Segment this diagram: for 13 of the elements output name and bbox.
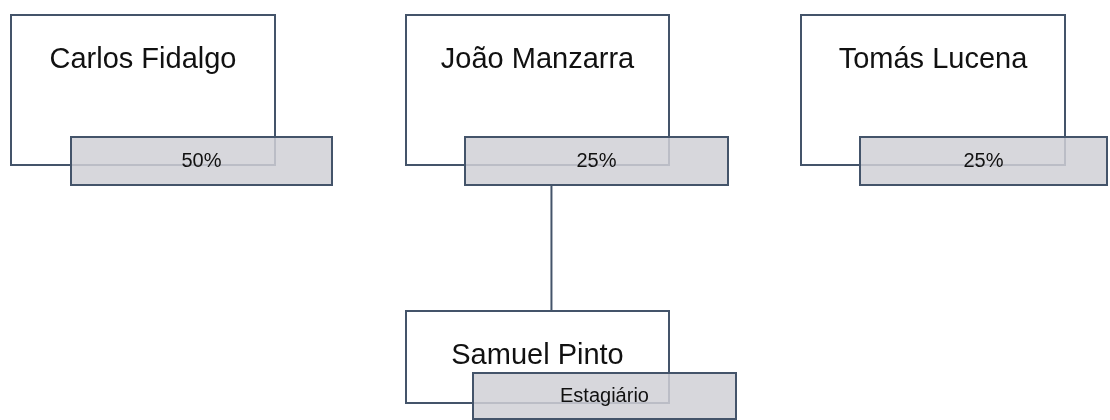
connector-line: [550, 185, 553, 311]
tag-text: 25%: [575, 149, 618, 172]
tag-text: 50%: [180, 149, 223, 172]
tag-text: 25%: [962, 149, 1005, 172]
person-name: João Manzarra: [439, 42, 636, 75]
person-card: [10, 14, 333, 186]
person-name: Samuel Pinto: [450, 338, 625, 371]
person-name: Tomás Lucena: [837, 42, 1029, 75]
person-card: [405, 310, 737, 420]
person-card: [800, 14, 1108, 186]
person-card: [405, 14, 729, 186]
tag-text: Estagiário: [559, 384, 650, 407]
person-name: Carlos Fidalgo: [48, 42, 238, 75]
